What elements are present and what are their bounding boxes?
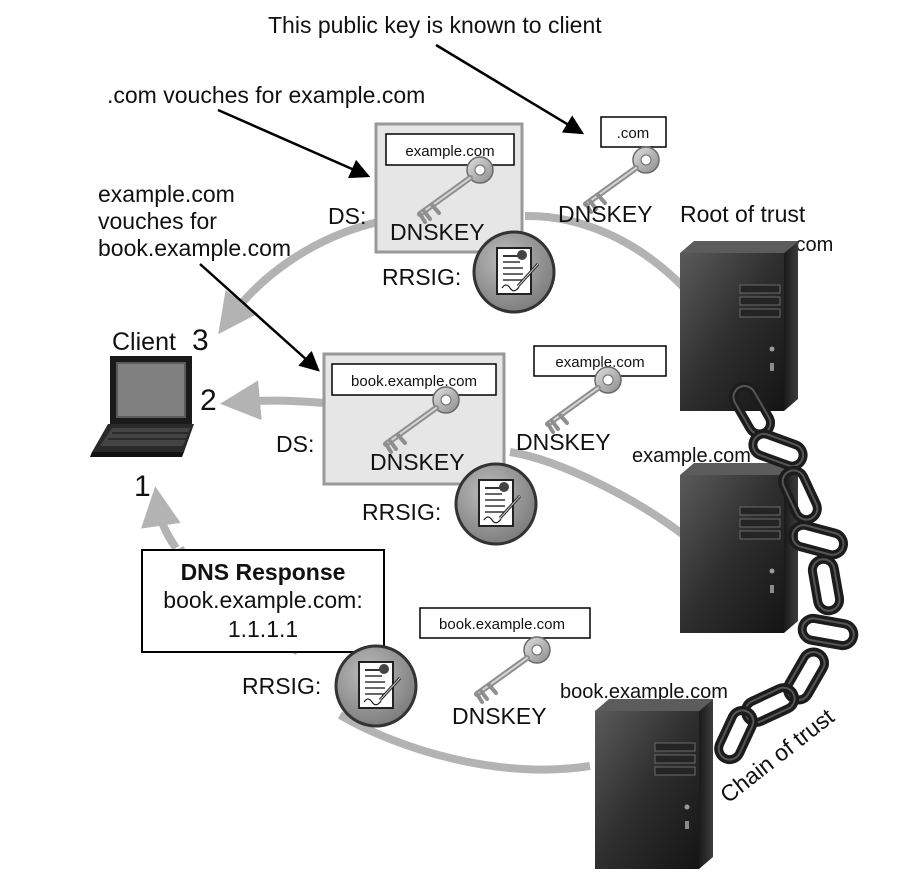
ds-example-box-label: book.example.com [351,373,477,390]
dns-response-line2: 1.1.1.1 [228,616,298,642]
ds-com-rrsig-seal-icon [472,230,556,314]
arc-example-to-client [509,448,693,544]
annotation-example-vouches-2: vouches for [98,208,217,234]
ds-com-box [385,133,515,166]
book-server-icon [594,698,714,870]
ds-com-ds-label: DS: [328,203,366,229]
dns-response-rrsig-label: RRSIG: [242,673,321,699]
ds-example-box [331,363,497,396]
step-2-label: 2 [200,384,217,417]
dns-response-box: DNS Response book.example.com: 1.1.1.1 [141,549,385,653]
ds-com-dnskey-label: DNSKEY [390,219,485,245]
book-key-box [419,607,591,639]
book-dnskey-label: DNSKEY [452,703,547,729]
book-key-box-label: book.example.com [439,616,565,633]
annotation-com-vouches: .com vouches for example.com [107,82,425,108]
annotation-arrows [199,43,585,372]
arrow-com-vouches [217,108,371,179]
arc-com-to-client [524,211,693,297]
client-label: Client [112,328,176,356]
ds-example-rrsig-label: RRSIG: [362,499,441,525]
com-server-label: .com [790,234,833,256]
annotation-example-vouches-3: book.example.com [98,235,291,261]
book-dnskey-icon [477,637,550,702]
example-dnskey-label: DNSKEY [516,429,611,455]
arc-example-to-client-head [220,380,325,421]
dns-response-rrsig-seal-icon [334,644,418,728]
com-key-box [600,116,667,148]
dns-response-line1: book.example.com: [163,587,362,613]
arc-book-to-client [337,711,591,774]
ds-example-dnskey-label: DNSKEY [370,449,465,475]
book-server-label: book.example.com [560,681,728,703]
step-3-label: 3 [192,324,209,357]
annotation-public-key: This public key is known to client [268,12,602,38]
arrow-public-key [435,43,585,135]
ds-panel-example: book.example.com DNSKEY [322,352,506,486]
dns-response-title: DNS Response [181,559,346,585]
ds-com-box-label: example.com [405,143,494,160]
com-dnskey-label: DNSKEY [558,201,653,227]
ds-panel-com: example.com DNSKEY [374,122,524,254]
ds-example-ds-label: DS: [276,431,314,457]
example-server-label: example.com [632,445,751,467]
client-laptop-icon [90,356,194,457]
example-key-box-label: example.com [555,354,644,371]
arc-book-to-client-head [141,486,181,551]
ds-example-rrsig-seal-icon [454,462,538,546]
ds-com-rrsig-label: RRSIG: [382,264,461,290]
annotation-example-vouches-1: example.com [98,181,235,207]
root-of-trust-label: Root of trust [680,201,806,227]
step-1-label: 1 [134,470,151,503]
com-key-box-label: .com [617,125,650,142]
arrow-example-vouches [199,263,320,372]
